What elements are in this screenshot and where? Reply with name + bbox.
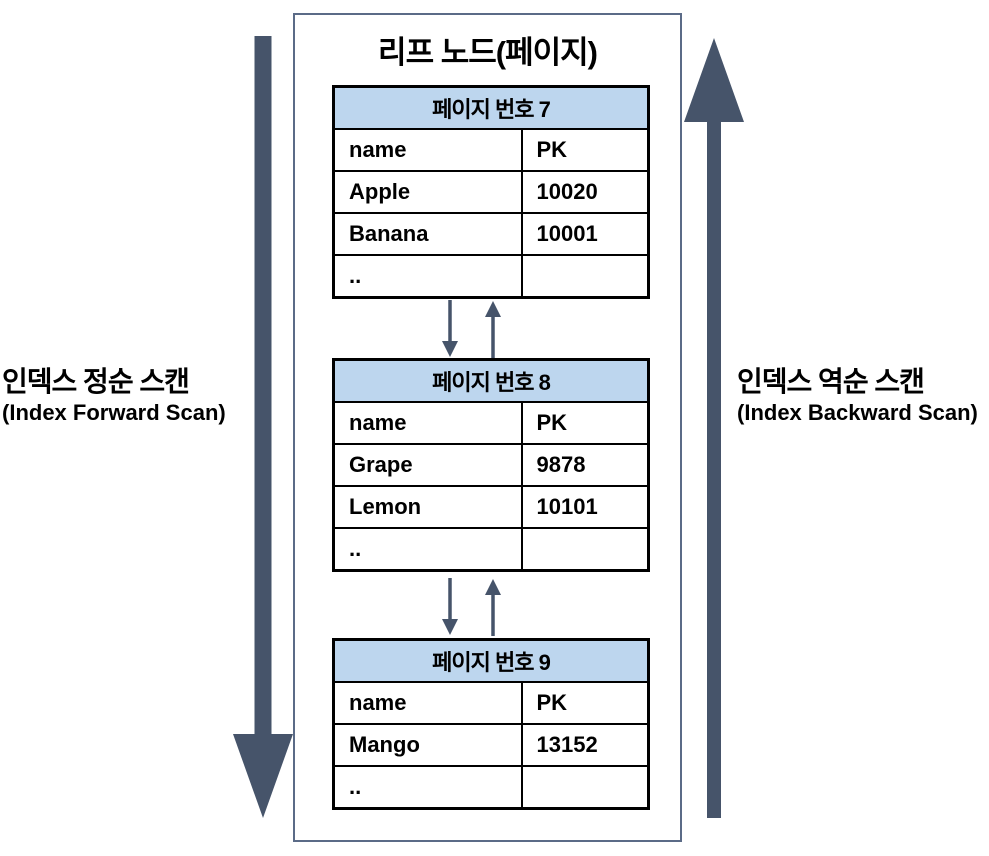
page-table-7: 페이지 번호 7 name PK Apple 10020 Banana 1000… — [332, 85, 651, 299]
column-header-name: name — [332, 128, 523, 172]
cell-pk: 13152 — [520, 723, 650, 767]
cell-name: Mango — [332, 723, 523, 767]
cell-name: .. — [332, 527, 523, 572]
forward-scan-label-english: (Index Forward Scan) — [2, 400, 226, 425]
page-table-8: 페이지 번호 8 name PK Grape 9878 Lemon 10101 … — [332, 358, 651, 572]
page-table-9-header: 페이지 번호 9 — [332, 638, 650, 683]
backward-scan-arrow-icon — [684, 38, 744, 818]
up-arrow-icon — [485, 301, 501, 358]
cell-pk: 10001 — [520, 212, 650, 256]
cell-name: .. — [332, 254, 523, 299]
cell-pk — [520, 254, 650, 299]
down-arrow-icon — [442, 578, 458, 635]
cell-pk — [520, 527, 650, 572]
cell-name: Banana — [332, 212, 523, 256]
page-table-7-header: 페이지 번호 7 — [332, 85, 650, 130]
cell-pk: 10020 — [520, 170, 650, 214]
down-arrow-icon — [442, 300, 458, 357]
column-header-pk: PK — [520, 128, 650, 172]
cell-name: Apple — [332, 170, 523, 214]
page-table-8-header: 페이지 번호 8 — [332, 358, 650, 403]
up-arrow-icon — [485, 579, 501, 636]
cell-pk: 9878 — [520, 443, 650, 487]
cell-pk: 10101 — [520, 485, 650, 529]
cell-pk — [520, 765, 650, 810]
page-table-9: 페이지 번호 9 name PK Mango 13152 .. — [332, 638, 651, 810]
forward-scan-label: 인덱스 정순 스캔 (Index Forward Scan) — [2, 364, 262, 427]
forward-scan-arrow-icon — [233, 36, 293, 818]
forward-scan-label-korean: 인덱스 정순 스캔 — [2, 366, 190, 397]
cell-name: .. — [332, 765, 523, 810]
column-header-pk: PK — [520, 681, 650, 725]
column-header-name: name — [332, 401, 523, 445]
backward-scan-label: 인덱스 역순 스캔 (Index Backward Scan) — [737, 364, 989, 427]
backward-scan-label-english: (Index Backward Scan) — [737, 400, 978, 425]
page-link-arrows-8-9 — [442, 578, 501, 636]
column-header-name: name — [332, 681, 523, 725]
diagram-title: 리프 노드(페이지) — [378, 35, 598, 70]
backward-scan-label-korean: 인덱스 역순 스캔 — [737, 366, 925, 397]
column-header-pk: PK — [520, 401, 650, 445]
page-link-arrows-7-8 — [442, 300, 501, 358]
cell-name: Lemon — [332, 485, 523, 529]
cell-name: Grape — [332, 443, 523, 487]
leaf-node-box: 리프 노드(페이지) 페이지 번호 7 name PK Apple 10020 … — [293, 13, 682, 842]
